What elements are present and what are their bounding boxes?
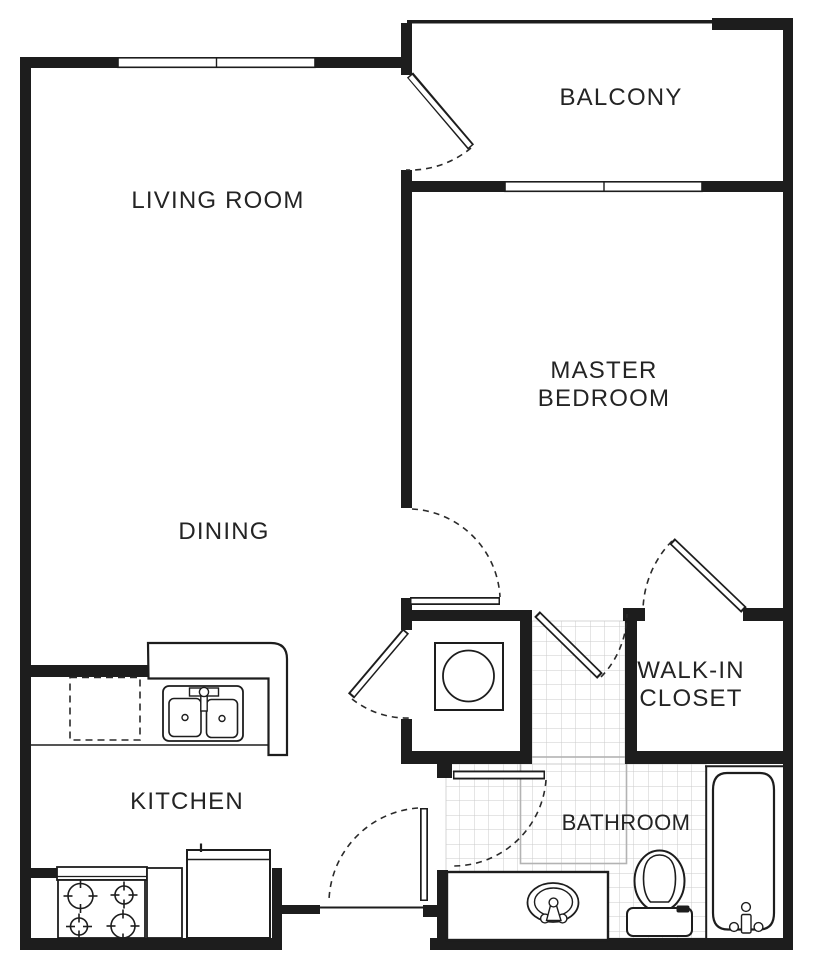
balcony-label: BALCONY <box>559 84 683 111</box>
living-room-window <box>117 56 316 69</box>
wall-laundry-top <box>401 610 532 621</box>
wall-left-exterior <box>20 57 31 950</box>
wall-bottom-kitchen <box>20 938 282 950</box>
wall-closet-bottom <box>625 751 793 764</box>
entry-door <box>328 807 428 901</box>
wall-laundry-right <box>520 610 532 764</box>
toilet <box>626 849 693 937</box>
refrigerator <box>186 843 271 939</box>
wall-right-exterior <box>783 18 793 950</box>
counter-peninsula <box>146 641 289 757</box>
wet-area-border <box>519 756 628 865</box>
toilet-tank <box>626 907 693 937</box>
wall-top-right-of-window <box>315 57 403 68</box>
master-bedroom-label: MASTER BEDROOM <box>537 357 671 412</box>
bathtub <box>711 771 776 934</box>
wall-closet-left <box>625 608 637 764</box>
walk-in-closet-label: WALK-IN CLOSET <box>637 657 745 712</box>
wall-stove-stub <box>31 868 57 878</box>
washer <box>434 642 504 711</box>
kitchen-label: KITCHEN <box>130 788 244 815</box>
faucet-icon <box>548 897 559 908</box>
closet-door <box>642 538 747 613</box>
thin-walls <box>31 19 783 938</box>
kitchen-fixtures <box>56 641 289 939</box>
burners <box>63 879 140 939</box>
windows <box>117 56 703 193</box>
dining-label: DINING <box>178 518 270 545</box>
wall-bathroom-left <box>437 870 448 950</box>
range-stove <box>56 866 148 939</box>
living-room-label: LIVING ROOM <box>131 187 305 214</box>
wall-bedroom-top-right <box>702 181 793 192</box>
wall-balcony-top <box>712 18 793 30</box>
wall-bedroom-top-left <box>401 181 505 192</box>
bathroom-door <box>452 770 547 867</box>
flush-handle <box>676 905 690 913</box>
wall-entry-left-bar <box>282 905 320 914</box>
bathroom-label: BATHROOM <box>561 810 691 835</box>
corridor-door <box>534 611 628 679</box>
faucet-icon <box>198 686 210 698</box>
balcony-window <box>504 181 703 193</box>
balcony-door <box>405 72 475 171</box>
doors <box>328 72 747 901</box>
wall-divider-upper <box>401 23 412 75</box>
bathroom-fixtures <box>445 771 776 942</box>
wall-kitchen-top <box>31 665 148 677</box>
vanity-sink <box>445 870 610 942</box>
kitchen-sink <box>162 685 244 742</box>
wall-divider-bedroom <box>401 170 412 508</box>
wall-bedroom-bottom-right <box>743 608 793 621</box>
wall-laundry-bottom <box>401 751 532 764</box>
wall-divider-lower <box>401 719 412 764</box>
bedroom-door <box>410 508 501 605</box>
wall-top-left <box>20 57 118 68</box>
wall-kitchen-right-stub <box>272 868 282 950</box>
laundry-door <box>347 628 411 719</box>
counter-segment <box>146 867 183 939</box>
corridor-tile-floor <box>531 620 626 765</box>
dishwasher <box>69 676 141 741</box>
tub-spout <box>740 913 752 934</box>
